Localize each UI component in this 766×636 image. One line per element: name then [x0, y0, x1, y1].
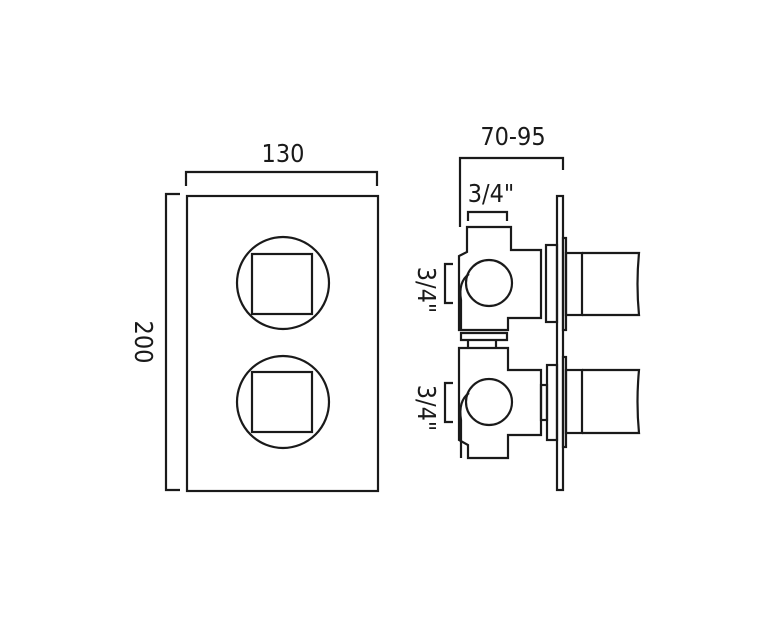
front-view: 130 200	[129, 139, 380, 493]
upper-inlet-label: 3/4"	[412, 267, 441, 314]
connector-nut	[459, 331, 509, 347]
upper-handle-square	[250, 252, 314, 316]
width-label: 130	[262, 139, 305, 168]
upper-handle	[582, 251, 641, 317]
lower-handle-square	[250, 370, 314, 434]
upper-handle-base	[564, 251, 584, 317]
wall-plate	[555, 194, 565, 492]
lower-handle	[582, 368, 641, 435]
upper-flange	[544, 243, 559, 324]
depth-dimension-line	[458, 156, 565, 227]
top-outlet-dimension	[466, 210, 509, 221]
lower-valve-body	[457, 346, 543, 460]
width-dimension-line	[184, 170, 379, 186]
height-label: 200	[129, 321, 158, 364]
lower-handle-ring	[235, 354, 331, 450]
lower-flange	[545, 363, 559, 442]
face-plate	[185, 194, 380, 493]
upper-handle-ring	[235, 235, 331, 331]
lower-inlet-dimension	[443, 381, 453, 424]
upper-inlet-dimension	[443, 262, 453, 305]
depth-label: 70-95	[480, 122, 545, 151]
upper-valve-body	[457, 225, 543, 332]
lower-inlet-label: 3/4"	[412, 385, 441, 432]
lower-handle-base	[564, 368, 584, 435]
top-outlet-label: 3/4"	[468, 179, 515, 208]
upper-port-collar	[459, 273, 470, 330]
lower-port-collar	[459, 392, 470, 458]
height-dimension-line	[164, 192, 180, 492]
upper-inlet-port	[464, 258, 514, 308]
side-view: 70-95 3/4" 3/4" 3/4"	[412, 122, 641, 492]
lower-inlet-port	[464, 377, 514, 427]
